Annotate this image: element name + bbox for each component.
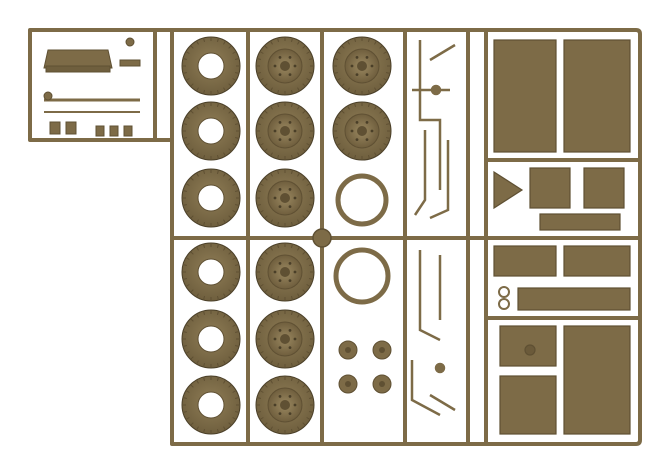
small-part-4: [109, 125, 119, 137]
sprue-hub-icon: [312, 228, 332, 248]
rod-part-9: [429, 393, 456, 412]
small-knob-1: [125, 37, 135, 47]
seat-base: [45, 65, 111, 73]
wheel-hub-icon: [255, 36, 315, 96]
sprue-frame: [28, 28, 642, 446]
panel-group: [493, 39, 631, 435]
rod-part-1: [418, 40, 442, 190]
tire-icon: [181, 309, 241, 369]
tire-icon: [181, 375, 241, 435]
small-parts-group: [43, 37, 141, 137]
panel-strip-icon: [517, 287, 631, 311]
small-wheel-icon: [372, 374, 392, 394]
wheel-hub-icon: [255, 168, 315, 228]
frame-outline: [28, 28, 642, 446]
seat-part: [43, 49, 113, 69]
panel-icon: [563, 245, 631, 277]
rod-parts-group: [410, 40, 456, 417]
panel-icon: [493, 245, 557, 277]
rod-knob-2: [434, 362, 446, 374]
panel-icon: [499, 375, 557, 435]
rod-part-2: [429, 43, 456, 62]
small-wheel-icon: [338, 374, 358, 394]
small-wheel-icon: [372, 340, 392, 360]
wheel-hub-icon: [255, 309, 315, 369]
small-wheel-icon: [338, 340, 358, 360]
rod-part-8: [410, 360, 441, 417]
panel-icon: [583, 167, 625, 209]
small-bar: [119, 59, 141, 67]
panel-icon: [493, 39, 557, 153]
hinge-icon: [498, 286, 510, 298]
panel-icon: [563, 325, 631, 435]
tire-group: [181, 36, 392, 435]
panel-strip-icon: [539, 213, 621, 231]
ring-icon: [333, 247, 391, 305]
small-part-3: [95, 125, 105, 137]
tire-icon: [181, 36, 241, 96]
panel-knob-icon: [524, 344, 536, 356]
tire-icon: [181, 168, 241, 228]
small-part-2: [65, 121, 77, 135]
wheel-hub-icon: [255, 375, 315, 435]
tire-icon: [181, 242, 241, 302]
rod-part-5: [429, 140, 450, 220]
hinge-icon: [498, 298, 510, 310]
ring-icon: [335, 173, 389, 227]
small-knob-2: [43, 91, 53, 101]
small-part-5: [123, 125, 133, 137]
rod-part-6: [418, 250, 441, 342]
wheel-hub-icon: [255, 242, 315, 302]
rod-part-4: [413, 130, 427, 216]
rod-knob-1: [430, 84, 442, 96]
wheel-hub-icon: [332, 101, 392, 161]
small-wheel-group: [338, 340, 392, 394]
small-part-1: [49, 121, 61, 135]
panel-bracket-icon: [493, 170, 524, 210]
tire-icon: [181, 101, 241, 161]
wheel-hub-icon: [332, 36, 392, 96]
panel-icon: [529, 167, 571, 209]
wheel-hub-icon: [255, 101, 315, 161]
panel-icon: [563, 39, 631, 153]
ring-group: [312, 173, 391, 305]
